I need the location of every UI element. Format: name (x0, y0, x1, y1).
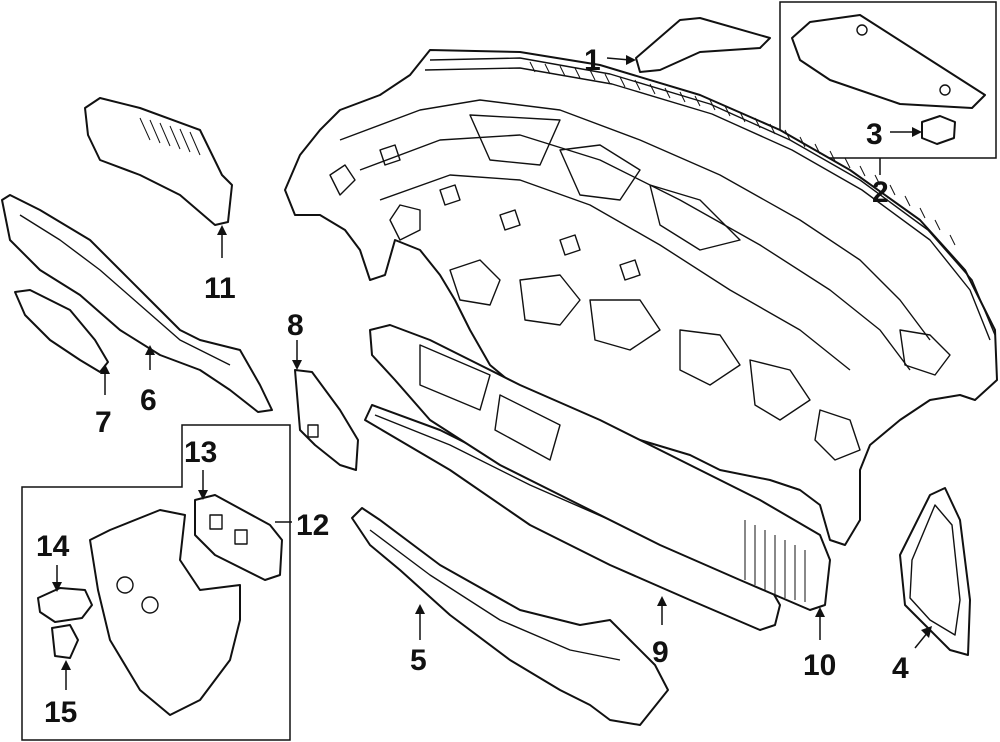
part-14-knob (37, 587, 93, 623)
callout-9: 9 (652, 636, 669, 669)
inset-box-top-right (779, 1, 997, 159)
callout-1: 1 (584, 44, 601, 77)
part-6-knee-bolster (1, 194, 273, 413)
part-12-console-bin (89, 509, 241, 716)
part-15-small-clip (51, 624, 79, 659)
part-11-glove-box-top (84, 97, 233, 226)
callout-13: 13 (184, 436, 217, 469)
callout-4: 4 (892, 652, 909, 685)
inset-box-bottom-left (21, 424, 291, 741)
callout-7: 7 (95, 406, 112, 439)
part-8-side-panel (294, 369, 359, 471)
callout-3: 3 (866, 118, 883, 151)
part-1-top-trim (635, 17, 771, 73)
callout-8: 8 (287, 309, 304, 342)
callout-12: 12 (296, 509, 329, 542)
callout-14: 14 (36, 530, 70, 563)
callout-5: 5 (410, 644, 427, 677)
callout-10: 10 (803, 649, 836, 682)
callout-15: 15 (44, 696, 77, 729)
part-10-duct-assembly (369, 324, 831, 611)
part-4-end-cap (899, 487, 971, 656)
part-2-cover-panel (791, 14, 986, 109)
part-5-lower-panel (351, 507, 669, 726)
callout-2: 2 (872, 176, 889, 209)
part-3-clip (921, 115, 956, 145)
part-13-bracket (194, 494, 283, 581)
callout-6: 6 (140, 384, 157, 417)
callout-11: 11 (204, 272, 236, 305)
dashboard-frame (284, 49, 998, 546)
